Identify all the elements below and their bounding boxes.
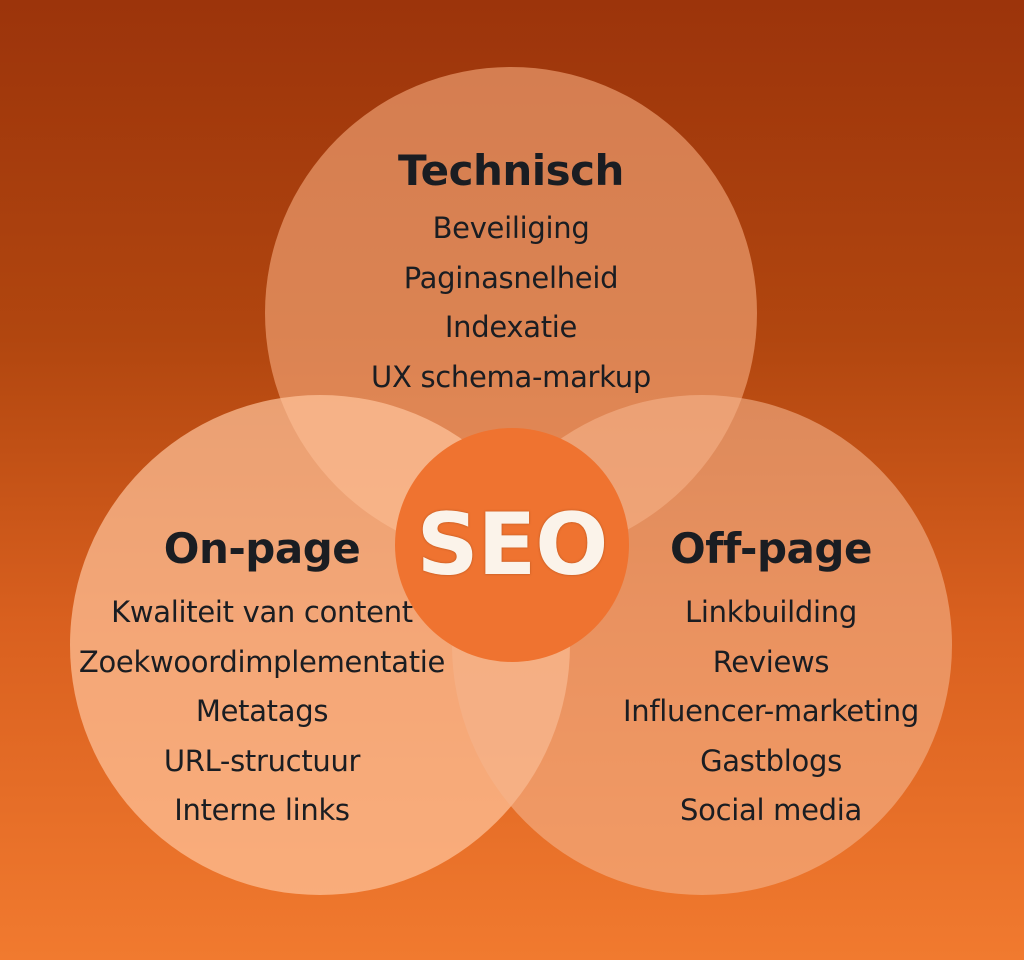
on-page-item: URL-structuur [163,743,361,778]
on-page-item: Metatags [195,694,329,728]
on-page-block: On-page Kwaliteit van content Zoekwoordi… [62,524,462,836]
seo-core-circle: SEO [395,428,629,662]
seo-core-label: SEO [416,495,609,595]
off-page-block: Off-page Linkbuilding Reviews Influencer… [571,524,971,836]
off-page-item: Social media [680,793,862,827]
off-page-item: Linkbuilding [685,595,857,629]
on-page-heading: On-page [163,524,361,573]
off-page-item: Gastblogs [700,743,842,778]
on-page-item: Interne links [174,793,350,827]
technisch-item: Paginasnelheid [403,260,619,295]
technisch-item: UX schema-markup [371,359,651,394]
off-page-item: Influencer-marketing [623,694,919,728]
technisch-heading: Technisch [398,146,624,195]
on-page-item: Kwaliteit van content [111,595,413,629]
on-page-item: Zoekwoordimplementatie [78,644,446,679]
technisch-item: Indexatie [444,310,578,344]
off-page-item: Reviews [712,644,830,679]
technisch-item: Beveiliging [432,211,590,245]
off-page-heading: Off-page [670,524,872,573]
technisch-block: Technisch Beveiliging Paginasnelheid Ind… [311,146,711,402]
